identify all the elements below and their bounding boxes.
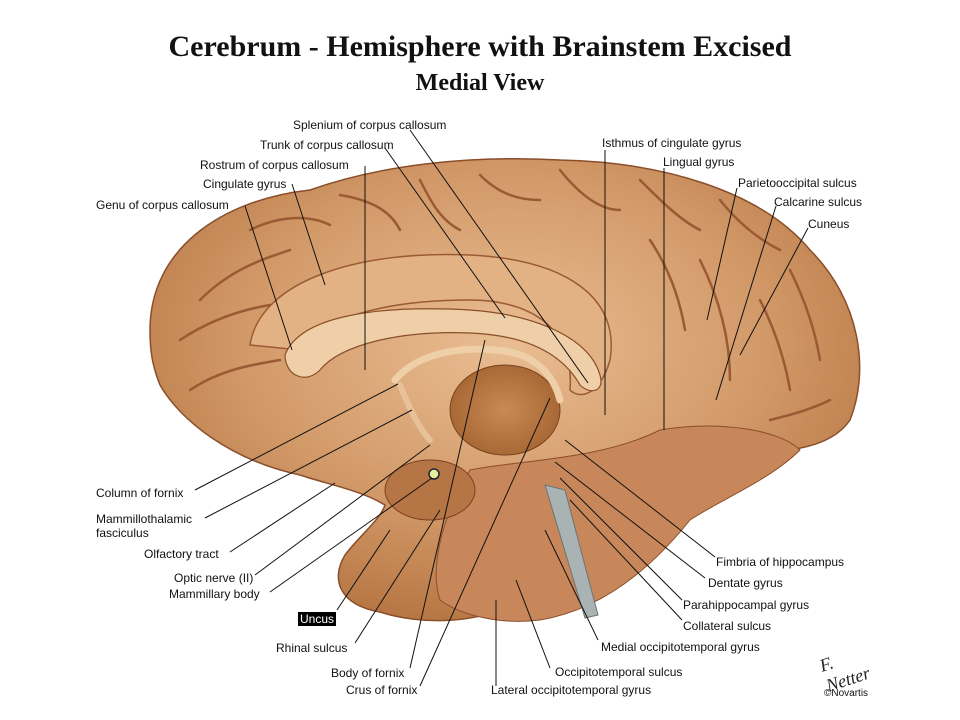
label-rhinal-sulcus: Rhinal sulcus <box>276 641 348 655</box>
label-splenium: Splenium of corpus callosum <box>293 118 447 132</box>
copyright-notice: ©Novartis <box>824 688 869 699</box>
label-cingulate-gyrus: Cingulate gyrus <box>203 177 287 191</box>
diagram-subtitle: Medial View <box>415 70 545 96</box>
label-genu-corpus-callosum: Genu of corpus callosum <box>96 198 229 212</box>
label-lateral-occipitotemporal-gyrus: Lateral occipitotemporal gyrus <box>491 683 652 697</box>
label-mammillary-body: Mammillary body <box>169 587 260 601</box>
label-occipitotemporal-sulcus: Occipitotemporal sulcus <box>555 665 683 679</box>
label-crus-of-fornix: Crus of fornix <box>346 683 418 697</box>
label-optic-nerve: Optic nerve (II) <box>174 571 254 585</box>
label-lingual-gyrus: Lingual gyrus <box>663 155 735 169</box>
label-parietooccipital-sulcus: Parietooccipital sulcus <box>738 176 857 190</box>
hippocampal-strand <box>544 484 599 619</box>
label-collateral-sulcus: Collateral sulcus <box>683 619 772 633</box>
label-fasciculus: fasciculus <box>96 526 149 540</box>
label-rostrum-corpus-callosum: Rostrum of corpus callosum <box>200 158 349 172</box>
label-dentate-gyrus: Dentate gyrus <box>708 576 783 590</box>
artist-credit: F. Netter ©Novartis <box>817 640 884 706</box>
label-mammillothalamic: Mammillothalamic <box>96 512 193 526</box>
label-calcarine-sulcus: Calcarine sulcus <box>774 195 863 209</box>
temporal-lobe <box>435 425 801 622</box>
label-cuneus: Cuneus <box>808 217 850 231</box>
leader-lines <box>194 129 809 687</box>
label-uncus: Uncus <box>298 612 337 626</box>
gyri-pattern <box>178 168 832 422</box>
label-parahippocampal-gyrus: Parahippocampal gyrus <box>683 598 810 612</box>
corpus-callosum <box>284 308 602 392</box>
label-isthmus-cingulate: Isthmus of cingulate gyrus <box>602 136 742 150</box>
label-trunk-corpus-callosum: Trunk of corpus callosum <box>260 138 394 152</box>
fornix <box>391 345 564 404</box>
label-fimbria-of-hippocampus: Fimbria of hippocampus <box>716 555 845 569</box>
label-medial-occipitotemporal-gyrus: Medial occipitotemporal gyrus <box>601 640 760 654</box>
label-body-of-fornix: Body of fornix <box>331 666 405 680</box>
thalamus <box>449 364 561 456</box>
label-column-of-fornix: Column of fornix <box>96 486 184 500</box>
mammillary-region <box>384 459 476 521</box>
label-olfactory-tract: Olfactory tract <box>144 547 219 561</box>
diagram-title: Cerebrum - Hemisphere with Brainstem Exc… <box>168 30 792 63</box>
optic-nerve-marker <box>428 468 440 480</box>
